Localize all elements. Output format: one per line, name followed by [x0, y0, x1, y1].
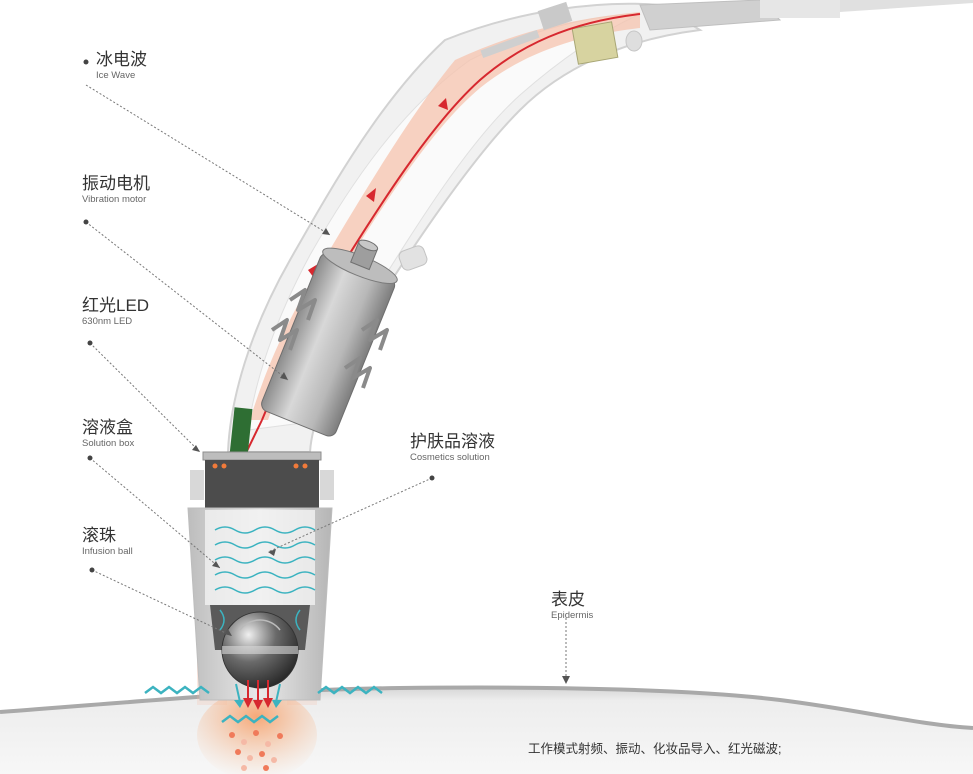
label-cosmetics-solution-en: Cosmetics solution: [410, 452, 490, 463]
solution-box: [190, 451, 334, 508]
label-ice-wave: 冰电波 Ice Wave: [96, 50, 147, 82]
label-red-led-en: 630nm LED: [82, 316, 133, 327]
label-epidermis-zh: 表皮: [551, 590, 585, 609]
leader-dots: [83, 59, 435, 573]
label-solution-box: 溶液盒 Solution box: [82, 418, 134, 450]
label-cosmetics-solution-zh: 护肤品溶液: [410, 432, 495, 451]
leader-arrow-tips: [192, 228, 570, 684]
label-solution-box-en: Solution box: [82, 438, 135, 449]
tip-dots-icon: [229, 730, 283, 771]
label-red-led-zh: 红光LED: [82, 296, 150, 315]
label-cosmetics-solution: 护肤品溶液 Cosmetics solution: [410, 432, 495, 464]
label-vibration-motor-zh: 振动电机: [82, 174, 150, 193]
ice-wave-lines: [144, 685, 383, 724]
leader-lines: [85, 84, 567, 680]
motor-cylinder-icon: [261, 239, 398, 437]
arrow-icon: [438, 98, 448, 110]
label-vibration-motor: 振动电机 Vibration motor: [82, 174, 150, 206]
label-infusion-ball: 滚珠 Infusion ball: [82, 526, 133, 558]
label-epidermis-en: Epidermis: [551, 610, 594, 621]
flow-arrows: [234, 680, 282, 710]
motor-shaft: [398, 245, 428, 271]
label-ice-wave-zh: 冰电波: [96, 50, 147, 69]
label-ice-wave-en: Ice Wave: [96, 70, 136, 81]
label-infusion-ball-en: Infusion ball: [82, 546, 133, 557]
working-mode-note: 工作模式射频、振动、化妆品导入、红光磁波;: [528, 742, 782, 756]
label-infusion-ball-zh: 滚珠: [82, 526, 116, 545]
skin-layer: [0, 685, 973, 774]
label-vibration-motor-en: Vibration motor: [82, 194, 147, 205]
label-solution-box-zh: 溶液盒: [82, 418, 133, 437]
vibration-zigzag: [270, 288, 389, 389]
metal-ball-icon: [221, 611, 299, 689]
led-strip-icon: [229, 407, 253, 457]
arrow-icon: [308, 264, 318, 278]
label-epidermis: 表皮 Epidermis: [551, 590, 593, 622]
solution-waves: [214, 526, 316, 631]
label-red-led: 红光LED 630nm LED: [82, 296, 149, 328]
top-connector: [480, 0, 973, 65]
arrow-icon: [366, 188, 376, 202]
